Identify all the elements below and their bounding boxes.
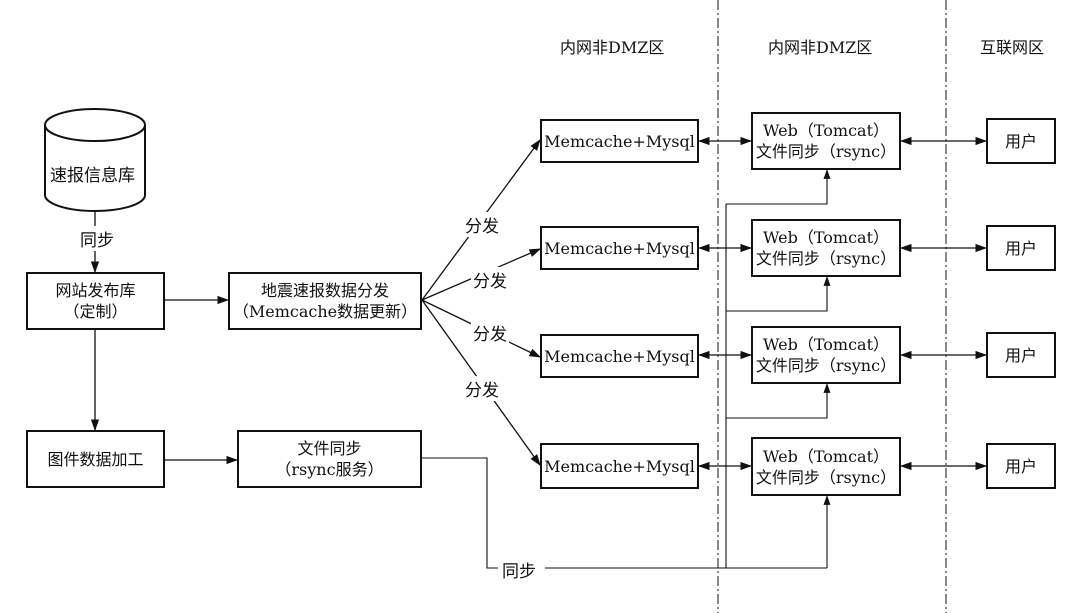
- web-line2-row4: 文件同步（rsync）: [755, 467, 897, 487]
- publish-db-line2: （定制）: [63, 302, 128, 321]
- edge-sync-web-row1: [726, 169, 831, 205]
- web-line1-row2: Web（Tomcat）: [762, 228, 890, 247]
- web-box-row3: Web（Tomcat） 文件同步（rsync）: [751, 326, 901, 384]
- distribute-line1: 地震速报数据分发: [260, 281, 389, 300]
- user-label-row2: 用户: [1004, 238, 1037, 258]
- cache-label-row3: Memcache+Mysql: [544, 346, 695, 366]
- web-box-row2: Web（Tomcat） 文件同步（rsync）: [751, 219, 901, 277]
- cache-box-row2: Memcache+Mysql: [540, 226, 699, 270]
- image-processing-label: 图件数据加工: [47, 449, 144, 469]
- edge-label-sync-top: 同步: [78, 226, 116, 251]
- distribute-box: 地震速报数据分发 （Memcache数据更新）: [228, 272, 422, 330]
- web-box-row4: Web（Tomcat） 文件同步（rsync）: [751, 437, 901, 496]
- cache-label-row2: Memcache+Mysql: [544, 238, 695, 258]
- user-box-row2: 用户: [986, 225, 1056, 271]
- edge-label-distribute-3: 分发: [471, 320, 509, 345]
- edge-sync-web-row3: [726, 383, 831, 419]
- file-sync-service-box: 文件同步 （rsync服务）: [237, 430, 422, 488]
- user-label-row3: 用户: [1004, 345, 1037, 365]
- cache-box-row3: Memcache+Mysql: [540, 334, 699, 378]
- publish-db-box: 网站发布库 （定制）: [26, 272, 165, 330]
- web-line2-row2: 文件同步（rsync）: [755, 249, 897, 268]
- zone-header-internet: 互联网区: [980, 38, 1045, 57]
- cache-box-row4: Memcache+Mysql: [540, 443, 699, 489]
- image-processing-box: 图件数据加工: [26, 430, 165, 488]
- edge-label-sync-bottom: 同步: [500, 557, 538, 582]
- database-cylinder-shape: [44, 108, 146, 212]
- cache-box-row1: Memcache+Mysql: [540, 119, 699, 163]
- file-sync-service-line2: （rsync服务）: [275, 460, 384, 479]
- edge-label-distribute-4: 分发: [463, 376, 501, 401]
- publish-db-line1: 网站发布库: [55, 281, 136, 300]
- zone-header-intranet-1: 内网非DMZ区: [560, 38, 665, 57]
- user-label-row1: 用户: [1004, 131, 1037, 151]
- edge-label-distribute-2: 分发: [471, 267, 509, 292]
- cache-label-row1: Memcache+Mysql: [544, 131, 695, 151]
- database-label: 速报信息库: [50, 166, 135, 186]
- edge-sync-web-row2: [726, 276, 831, 312]
- file-sync-service-line1: 文件同步: [297, 439, 362, 458]
- web-line1-row3: Web（Tomcat）: [762, 335, 890, 354]
- web-line1-row4: Web（Tomcat）: [762, 446, 890, 466]
- user-label-row4: 用户: [1004, 456, 1037, 476]
- edge-filesync-to-bus: [422, 457, 498, 569]
- zone-header-intranet-2: 内网非DMZ区: [768, 38, 873, 57]
- user-box-row4: 用户: [986, 443, 1056, 489]
- distribute-line2: （Memcache数据更新）: [232, 302, 418, 321]
- edge-label-distribute-1: 分发: [463, 212, 501, 237]
- web-line2-row1: 文件同步（rsync）: [755, 142, 897, 161]
- web-box-row1: Web（Tomcat） 文件同步（rsync）: [751, 112, 901, 170]
- web-line1-row1: Web（Tomcat）: [762, 121, 890, 140]
- user-box-row3: 用户: [986, 332, 1056, 378]
- cache-label-row4: Memcache+Mysql: [544, 456, 695, 476]
- web-line2-row3: 文件同步（rsync）: [755, 356, 897, 375]
- user-box-row1: 用户: [986, 118, 1056, 164]
